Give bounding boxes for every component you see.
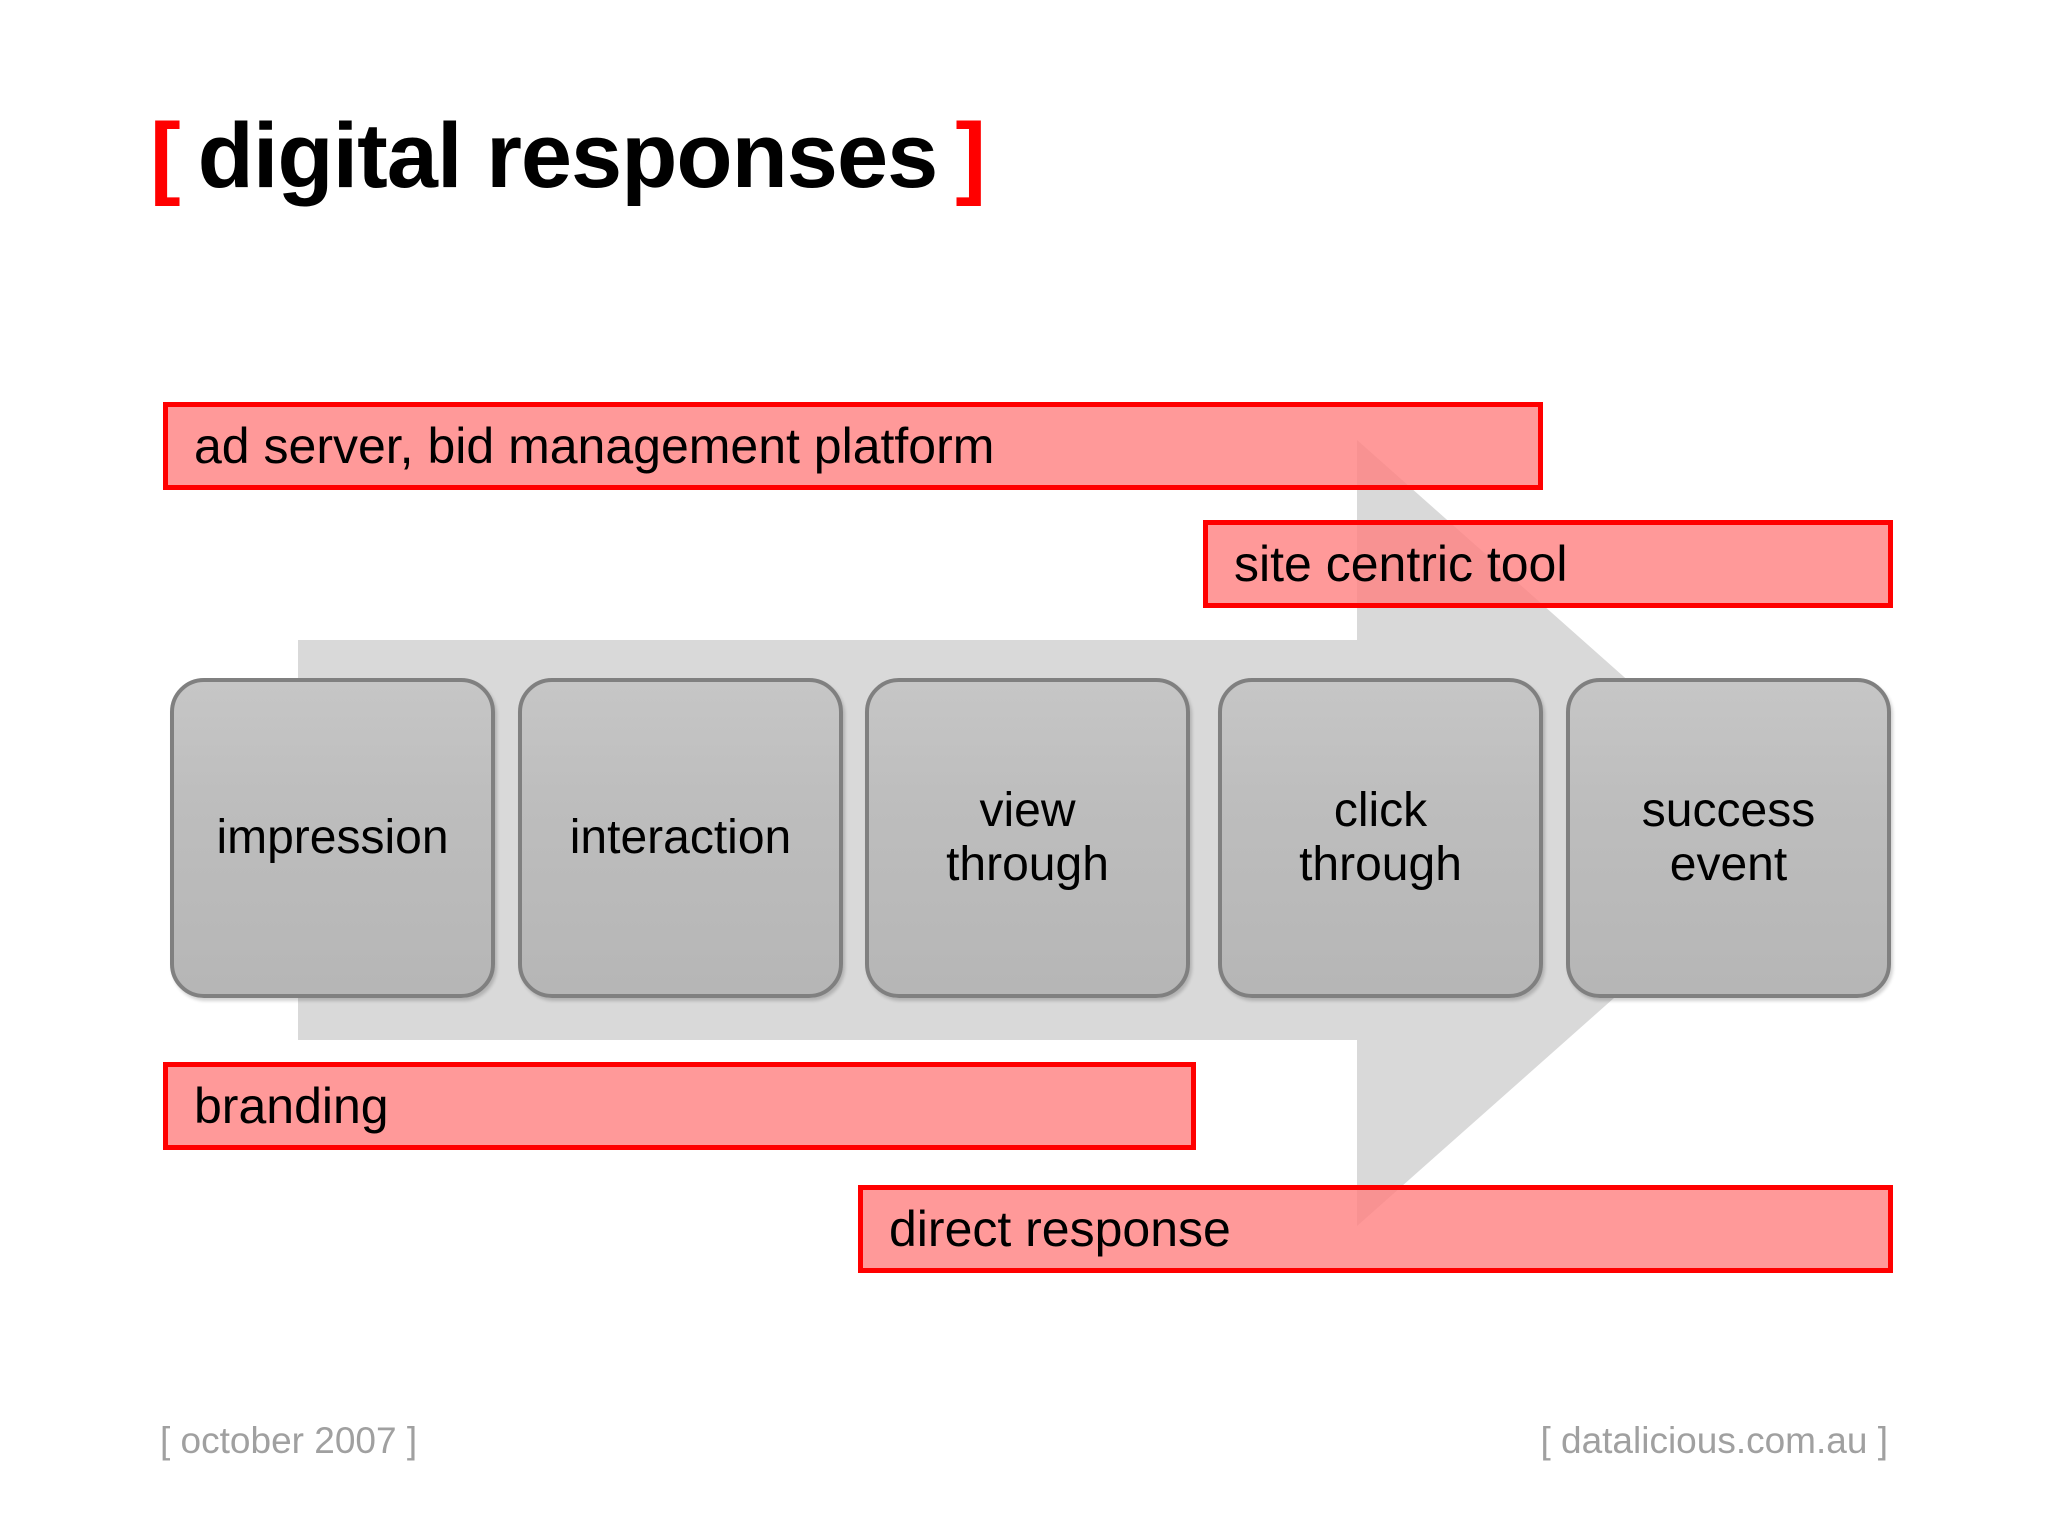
stage-label-success-event-line2: event [1669, 838, 1788, 891]
stage-label-view-through: view through [946, 784, 1109, 892]
annotation-ad-server-label: ad server, bid management platform [194, 418, 995, 474]
annotation-direct-response-label: direct response [889, 1201, 1231, 1257]
stage-label-click-through-line1: click [1333, 784, 1428, 838]
page-title: [digital responses] [150, 110, 986, 202]
stage-box-view-through[interactable]: view through [865, 678, 1190, 998]
footer-website: [ datalicious.com.au ] [1540, 1420, 1888, 1461]
annotation-direct-response[interactable]: direct response [858, 1185, 1893, 1273]
annotation-site-centric-tool[interactable]: site centric tool [1203, 520, 1893, 608]
stage-box-success-event[interactable]: success event [1566, 678, 1891, 998]
stage-box-impression[interactable]: impression [170, 678, 495, 998]
stage-label-success-event-line1: success [1641, 784, 1816, 838]
stage-label-impression: impression [216, 811, 449, 865]
annotation-site-centric-tool-label: site centric tool [1234, 536, 1568, 592]
stage-box-click-through[interactable]: click through [1218, 678, 1543, 998]
annotation-branding-label: branding [194, 1078, 389, 1134]
title-text: digital responses [197, 105, 939, 207]
stage-label-success-event: success event [1642, 784, 1815, 892]
stage-label-interaction: interaction [569, 811, 792, 865]
annotation-branding[interactable]: branding [163, 1062, 1196, 1150]
stage-label-click-through-line2: through [1299, 838, 1462, 891]
stage-box-interaction[interactable]: interaction [518, 678, 843, 998]
annotation-ad-server[interactable]: ad server, bid management platform [163, 402, 1543, 490]
title-bracket-right-icon: ] [955, 105, 986, 207]
stage-label-view-through-line1: view [979, 784, 1076, 838]
stage-label-click-through: click through [1299, 784, 1462, 892]
stage-label-view-through-line2: through [946, 838, 1109, 891]
footer-date: [ october 2007 ] [160, 1420, 418, 1461]
title-bracket-left-icon: [ [150, 105, 181, 207]
